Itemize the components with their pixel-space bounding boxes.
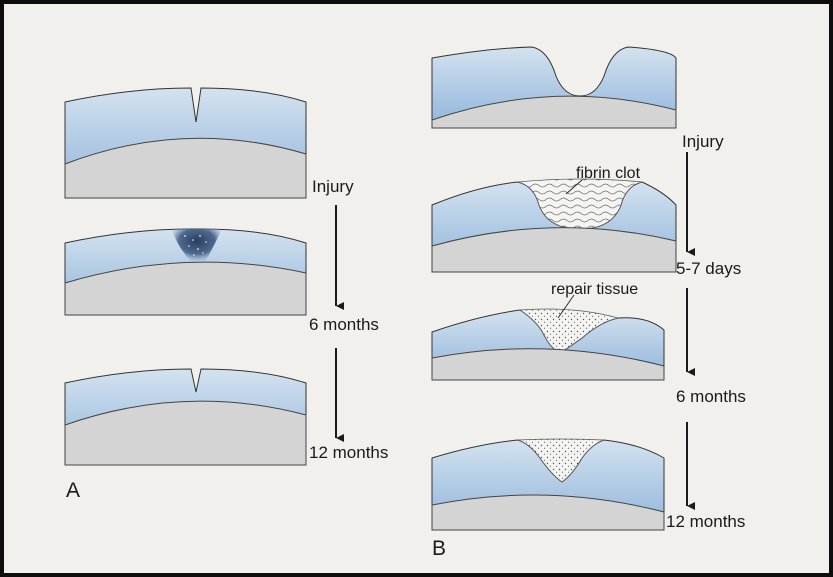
annotation-fibrin-clot: fibrin clot <box>576 165 641 182</box>
panel-a-12months-specimen <box>65 369 306 465</box>
label-a-6months: 6 months <box>309 315 379 334</box>
panel-a-6months-specimen <box>65 229 306 315</box>
label-a-12months: 12 months <box>309 443 388 462</box>
annotation-repair-tissue: repair tissue <box>551 281 638 298</box>
label-b-12months: 12 months <box>666 512 745 531</box>
label-b-injury: Injury <box>682 132 724 151</box>
label-b-6months: 6 months <box>676 387 746 406</box>
label-b-5-7days: 5-7 days <box>676 259 741 278</box>
label-a-injury: Injury <box>312 177 354 196</box>
panel-a-letter: A <box>66 479 80 502</box>
panel-a-injury-specimen <box>65 88 306 198</box>
panel-b-12months-specimen <box>432 439 664 530</box>
panel-b-letter: B <box>432 537 446 560</box>
